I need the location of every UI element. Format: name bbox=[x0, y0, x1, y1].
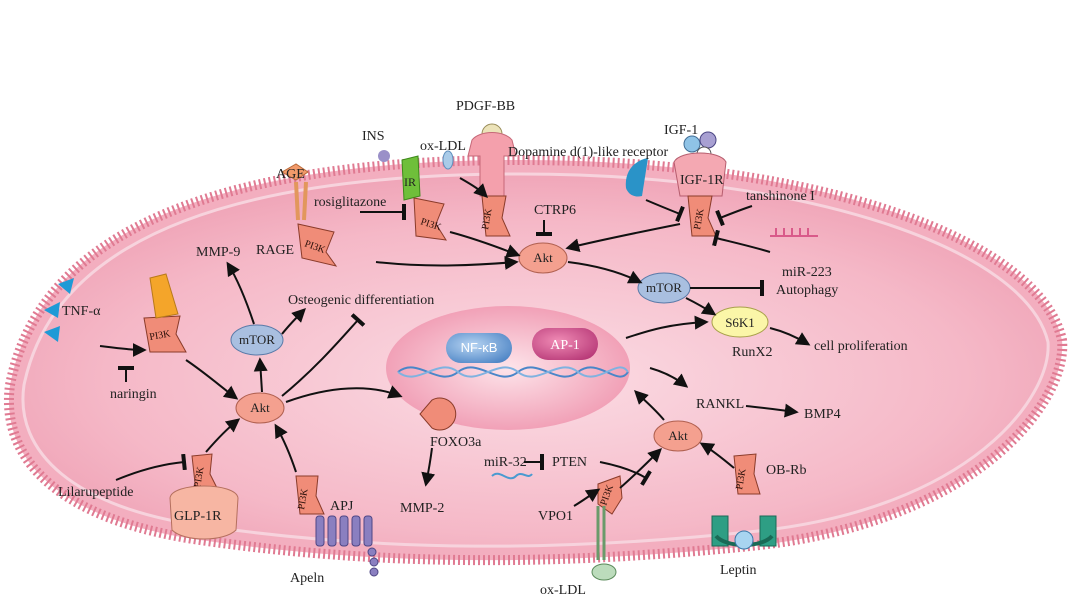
pi3k-glp1r: PI3K bbox=[191, 453, 219, 493]
foxo3a-icon bbox=[419, 397, 457, 431]
nucleus: NF-κB AP-1 bbox=[386, 306, 630, 430]
svg-text:PI3K: PI3K bbox=[692, 207, 707, 230]
apeln-label: Apeln bbox=[290, 571, 324, 586]
apj-label: APJ bbox=[330, 499, 354, 514]
igf1r-receptor-icon bbox=[673, 152, 727, 197]
mtor-node-left bbox=[230, 324, 284, 356]
rankl-label: RANKL bbox=[696, 397, 744, 412]
cell-prolif-label: cell proliferation bbox=[814, 339, 908, 354]
oxldl-bottom-receptor-icon bbox=[591, 506, 617, 581]
akt-node-left bbox=[235, 392, 285, 424]
mtor-label-right: mTOR bbox=[646, 280, 682, 295]
pi3k-igf1r: PI3K bbox=[687, 195, 717, 237]
svg-text:PI3K: PI3K bbox=[149, 328, 172, 343]
oxldl-top-label: ox-LDL bbox=[420, 139, 466, 154]
age-label: AGE bbox=[276, 167, 305, 182]
mir32-icon bbox=[491, 472, 533, 480]
ir-label: IR bbox=[404, 175, 416, 189]
svg-text:PI3K: PI3K bbox=[480, 207, 495, 230]
ctrp6-label: CTRP6 bbox=[534, 203, 576, 218]
dopamine-receptor-icon bbox=[625, 158, 648, 197]
akt-label-center: Akt bbox=[533, 250, 553, 265]
tanshinone-label: tanshinone I bbox=[746, 189, 815, 204]
dna-helix-icon bbox=[397, 366, 629, 378]
tnf-label: TNF-α bbox=[62, 304, 101, 319]
pten-label: PTEN bbox=[552, 455, 587, 470]
bmp4-label: BMP4 bbox=[804, 407, 841, 422]
nfkb-label: NF-κB bbox=[461, 340, 498, 355]
ap1-label: AP-1 bbox=[550, 338, 580, 353]
mmp2-label: MMP-2 bbox=[400, 501, 444, 516]
mir223-label: miR-223 bbox=[782, 265, 832, 280]
oxldl-top-icon bbox=[442, 150, 454, 170]
leptin-receptor-icon bbox=[711, 515, 777, 550]
mtor-label-left: mTOR bbox=[239, 332, 275, 347]
osteo-label: Osteogenic differentiation bbox=[288, 293, 434, 308]
akt-node-bottom bbox=[653, 420, 703, 452]
glp1r-receptor-icon bbox=[169, 485, 239, 540]
dopamine-label: Dopamine d(1)-like receptor bbox=[508, 145, 668, 160]
vpo1-label: VPO1 bbox=[538, 509, 573, 524]
ap1-node bbox=[532, 328, 598, 360]
mmp9-label: MMP-9 bbox=[196, 245, 240, 260]
mir32-label: miR-32 bbox=[484, 455, 527, 470]
ir-receptor-icon bbox=[401, 155, 421, 201]
rosiglitazone-label: rosiglitazone bbox=[314, 195, 386, 210]
pi3k-leptin: PI3K bbox=[733, 453, 761, 495]
pi3k-rage: PI3K bbox=[297, 223, 338, 267]
pi3k-ir: PI3K bbox=[413, 197, 447, 241]
ins-ligand-icon bbox=[378, 150, 390, 162]
tnf-alpha-icon bbox=[44, 278, 74, 342]
glp1r-label: GLP-1R bbox=[174, 509, 222, 524]
ins-label: INS bbox=[362, 129, 385, 144]
svg-text:PI3K: PI3K bbox=[296, 487, 311, 510]
svg-text:PI3K: PI3K bbox=[192, 465, 207, 488]
nfkb-node bbox=[446, 333, 512, 363]
akt-label-left: Akt bbox=[250, 400, 270, 415]
igf1-ligand-icon bbox=[683, 131, 717, 162]
tnf-receptor-icon bbox=[149, 273, 179, 319]
mir223-icon bbox=[770, 228, 818, 237]
naringin-label: naringin bbox=[110, 387, 157, 402]
age-ligand-icon bbox=[280, 163, 309, 181]
runx2-label: RunX2 bbox=[732, 345, 772, 360]
s6k1-label: S6K1 bbox=[725, 315, 755, 330]
pi3k-tnf: PI3K bbox=[143, 315, 187, 353]
apj-receptor-icon bbox=[315, 515, 379, 577]
pdgf-label: PDGF-BB bbox=[456, 99, 515, 114]
akt-label-bottom: Akt bbox=[668, 428, 688, 443]
igf1-label: IGF-1 bbox=[664, 123, 698, 138]
arrows bbox=[99, 177, 811, 507]
pi3k-oxldl-bottom: PI3K bbox=[597, 475, 623, 515]
pi3k-apj: PI3K bbox=[295, 475, 325, 515]
rage-label: RAGE bbox=[256, 243, 294, 258]
obrb-label: OB-Rb bbox=[766, 463, 806, 478]
lilarupeptide-label: Lilarupeptide bbox=[58, 485, 133, 500]
pi3k-pdgf: PI3K bbox=[480, 195, 511, 237]
akt-node-center bbox=[518, 242, 568, 274]
leptin-label: Leptin bbox=[720, 563, 757, 578]
igf1r-label: IGF-1R bbox=[680, 173, 724, 188]
pdgf-receptor-icon bbox=[467, 123, 517, 197]
oxldl-bottom-label: ox-LDL bbox=[540, 583, 586, 598]
rage-receptor-icon bbox=[294, 181, 308, 221]
s6k1-node bbox=[711, 306, 769, 338]
autophagy-label: Autophagy bbox=[776, 283, 838, 298]
svg-text:PI3K: PI3K bbox=[734, 467, 749, 490]
foxo3a-label: FOXO3a bbox=[430, 435, 482, 450]
